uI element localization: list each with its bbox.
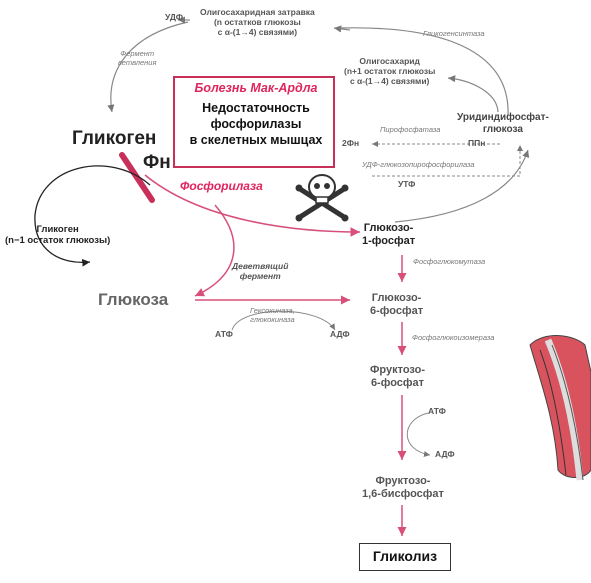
label-glycogen-synthase: Гликогенсинтаза bbox=[423, 29, 485, 38]
label-udp-glucose: Уридиндифосфат- глюкоза bbox=[457, 112, 549, 135]
label-pyrophosphatase: Пирофосфатаза bbox=[380, 125, 441, 134]
synthesis-cycle-arrow-top bbox=[333, 25, 351, 33]
label-udp-pyrophosphorylase: УДФ-глюкозопирофосфорилаза bbox=[362, 160, 475, 169]
label-phosphate: Фн bbox=[143, 152, 171, 173]
label-fructose-16bp: Фруктозо- 1,6-бисфосфат bbox=[362, 475, 444, 500]
label-phosphorylase: Фосфорилаза bbox=[180, 179, 263, 193]
atp-adp-left-curve bbox=[231, 310, 336, 331]
oligo-to-udpglc-arrow bbox=[339, 27, 509, 116]
label-oligo-primer: Олигосахаридная затравка (n остатков глю… bbox=[200, 7, 315, 37]
disease-box: Болезнь Мак-Ардла Недостаточность фосфор… bbox=[173, 76, 335, 168]
label-2pn: 2Фн bbox=[342, 138, 360, 148]
label-ppn: ППн bbox=[468, 138, 486, 148]
label-adp-right: АДФ bbox=[435, 449, 455, 459]
glycolysis-box: Гликолиз bbox=[359, 543, 451, 571]
disease-title: Болезнь Мак-Ардла bbox=[194, 81, 318, 95]
label-atp-left: АТФ bbox=[215, 329, 233, 339]
glycogen-cycle-arrow bbox=[34, 165, 151, 267]
label-glucose-1p: Глюкозо- 1-фосфат bbox=[362, 222, 416, 247]
g1p-to-udpglc-arrow bbox=[394, 149, 530, 223]
label-phosphoglucose-isomerase: Фосфоглюкоизомераза bbox=[412, 333, 495, 342]
phosphorylase-arrow bbox=[144, 174, 361, 237]
label-udf: УДФ bbox=[165, 12, 184, 22]
label-glucose: Глюкоза bbox=[98, 290, 169, 309]
atp-adp-right-curve bbox=[406, 412, 431, 457]
udpglc-to-oligo-arrow bbox=[447, 75, 499, 113]
synthesis-cycle-arrow-left bbox=[107, 21, 189, 113]
debranching-arrow bbox=[194, 204, 235, 297]
disease-text: Недостаточность фосфорилазы в скелетных … bbox=[189, 101, 323, 147]
label-atp-right: АТФ bbox=[428, 406, 446, 416]
label-utp: УТФ bbox=[398, 179, 416, 189]
pyrophosphorylase-arrow bbox=[372, 145, 523, 177]
label-glucose-6p: Глюкозо- 6-фосфат bbox=[370, 292, 424, 317]
skull-crossbones-icon bbox=[295, 174, 349, 222]
label-branching-enzyme: Фермент ветвления bbox=[118, 49, 157, 67]
label-debranching-enzyme: Деветвящий фермент bbox=[232, 261, 289, 281]
label-glycogen-n1: Гликоген (n−1 остаток глюкозы) bbox=[5, 224, 111, 246]
label-adp-left: АДФ bbox=[330, 329, 350, 339]
label-hexokinase: Гексокиназа, глюкокиназа bbox=[250, 306, 295, 324]
muscle-illustration bbox=[529, 335, 591, 481]
block-slash bbox=[119, 152, 155, 203]
label-fructose-6p: Фруктозо- 6-фосфат bbox=[370, 364, 425, 389]
label-phosphoglucomutase: Фосфоглюкомутаза bbox=[413, 257, 486, 266]
label-oligo-n1: Олигосахарид (n+1 остаток глюкозы с α-(1… bbox=[344, 56, 436, 86]
label-glycogen: Гликоген bbox=[72, 128, 157, 149]
